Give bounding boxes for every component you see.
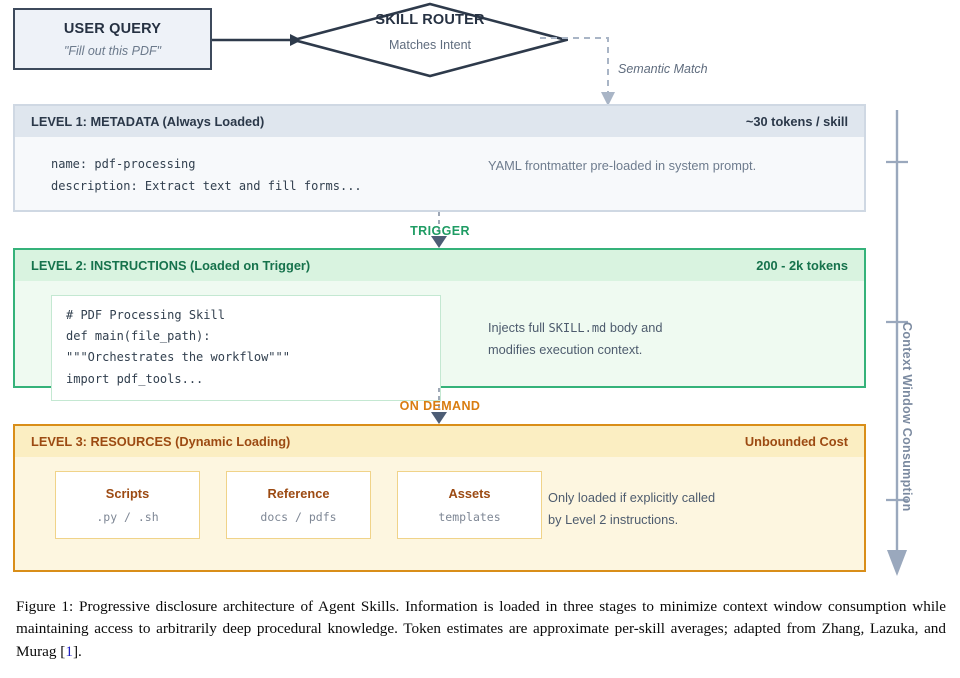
- level-1-note: YAML frontmatter pre-loaded in system pr…: [488, 158, 757, 173]
- resource-card-assets[interactable]: Assets templates: [397, 471, 542, 539]
- resource-card-subtitle: .py / .sh: [96, 510, 159, 524]
- on-demand-arrow: [431, 388, 447, 424]
- level-3-title: LEVEL 3: RESOURCES (Dynamic Loading): [31, 434, 291, 449]
- user-query-subtitle: "Fill out this PDF": [63, 43, 162, 58]
- level-3-note: Only loaded if explicitly called by Leve…: [548, 471, 848, 532]
- user-query-box: USER QUERY "Fill out this PDF": [13, 8, 212, 70]
- resource-card-subtitle: docs / pdfs: [260, 510, 337, 524]
- semantic-match-dashed-arrow: [540, 37, 615, 106]
- level-3-body: Scripts .py / .sh Reference docs / pdfs …: [15, 457, 864, 570]
- trigger-label: TRIGGER: [410, 224, 470, 238]
- resource-card-reference[interactable]: Reference docs / pdfs: [226, 471, 371, 539]
- figure-caption-citation[interactable]: 1: [65, 642, 73, 660]
- level-1-metadata-panel: LEVEL 1: METADATA (Always Loaded) ~30 to…: [13, 104, 866, 212]
- level-2-note-filename: SKILL.md: [548, 321, 607, 335]
- level-1-cost: ~30 tokens / skill: [745, 114, 848, 129]
- resource-card-title: Assets: [448, 486, 491, 501]
- level-2-cost: 200 - 2k tokens: [756, 258, 848, 273]
- level-3-cost: Unbounded Cost: [744, 434, 848, 449]
- resource-card-scripts[interactable]: Scripts .py / .sh: [55, 471, 200, 539]
- level-1-title: LEVEL 1: METADATA (Always Loaded): [31, 114, 265, 129]
- level-2-title: LEVEL 2: INSTRUCTIONS (Loaded on Trigger…: [31, 258, 311, 273]
- resource-card-subtitle: templates: [438, 510, 501, 524]
- skill-router-title: SKILL ROUTER: [375, 12, 485, 28]
- level-2-note: Injects full SKILL.md body and modifies …: [488, 295, 848, 362]
- level-2-note-line-2: modifies execution context.: [488, 342, 643, 358]
- level-2-instructions-panel: LEVEL 2: INSTRUCTIONS (Loaded on Trigger…: [13, 248, 866, 401]
- level-1-header: LEVEL 1: METADATA (Always Loaded) ~30 to…: [15, 106, 864, 137]
- level-1-body: name: pdf-processing description: Extrac…: [15, 137, 864, 212]
- level-1-code: name: pdf-processing description: Extrac…: [51, 157, 362, 194]
- level-2-note-prefix: Injects full: [488, 320, 549, 335]
- skill-router-diamond: [292, 2, 568, 78]
- resource-card-title: Reference: [267, 486, 330, 501]
- semantic-match-label: Semantic Match: [618, 62, 708, 76]
- level-2-note-suffix: body and: [606, 320, 663, 335]
- figure-caption-suffix: ].: [72, 642, 82, 660]
- user-query-title: USER QUERY: [63, 20, 162, 37]
- level-3-note-line-1: Only loaded if explicitly called: [548, 490, 716, 505]
- level-2-code: # PDF Processing Skill def main(file_pat…: [66, 308, 290, 386]
- level-2-code-card: # PDF Processing Skill def main(file_pat…: [51, 295, 441, 401]
- resource-card-list: Scripts .py / .sh Reference docs / pdfs …: [55, 471, 542, 539]
- on-demand-label: ON DEMAND: [399, 399, 481, 413]
- level-2-body: # PDF Processing Skill def main(file_pat…: [15, 281, 864, 401]
- context-window-consumption-axis: [886, 110, 908, 576]
- trigger-arrow: [431, 212, 447, 248]
- resource-card-title: Scripts: [105, 486, 150, 501]
- context-axis-label: Context Window Consumption: [900, 322, 914, 512]
- level-3-resources-panel: LEVEL 3: RESOURCES (Dynamic Loading) Unb…: [13, 424, 866, 572]
- level-3-header: LEVEL 3: RESOURCES (Dynamic Loading) Unb…: [15, 426, 864, 457]
- figure-caption-body: Progressive disclosure architecture of A…: [16, 598, 947, 660]
- level-3-note-line-2: by Level 2 instructions.: [548, 512, 679, 528]
- query-to-router-arrow: [212, 34, 302, 46]
- skill-router-subtitle: Matches Intent: [389, 38, 471, 52]
- figure-caption-prefix: Figure 1:: [16, 598, 74, 615]
- figure-caption: Figure 1: Progressive disclosure archite…: [16, 596, 946, 663]
- level-2-note-line-1: Injects full SKILL.md body and: [488, 317, 848, 339]
- level-2-header: LEVEL 2: INSTRUCTIONS (Loaded on Trigger…: [15, 250, 864, 281]
